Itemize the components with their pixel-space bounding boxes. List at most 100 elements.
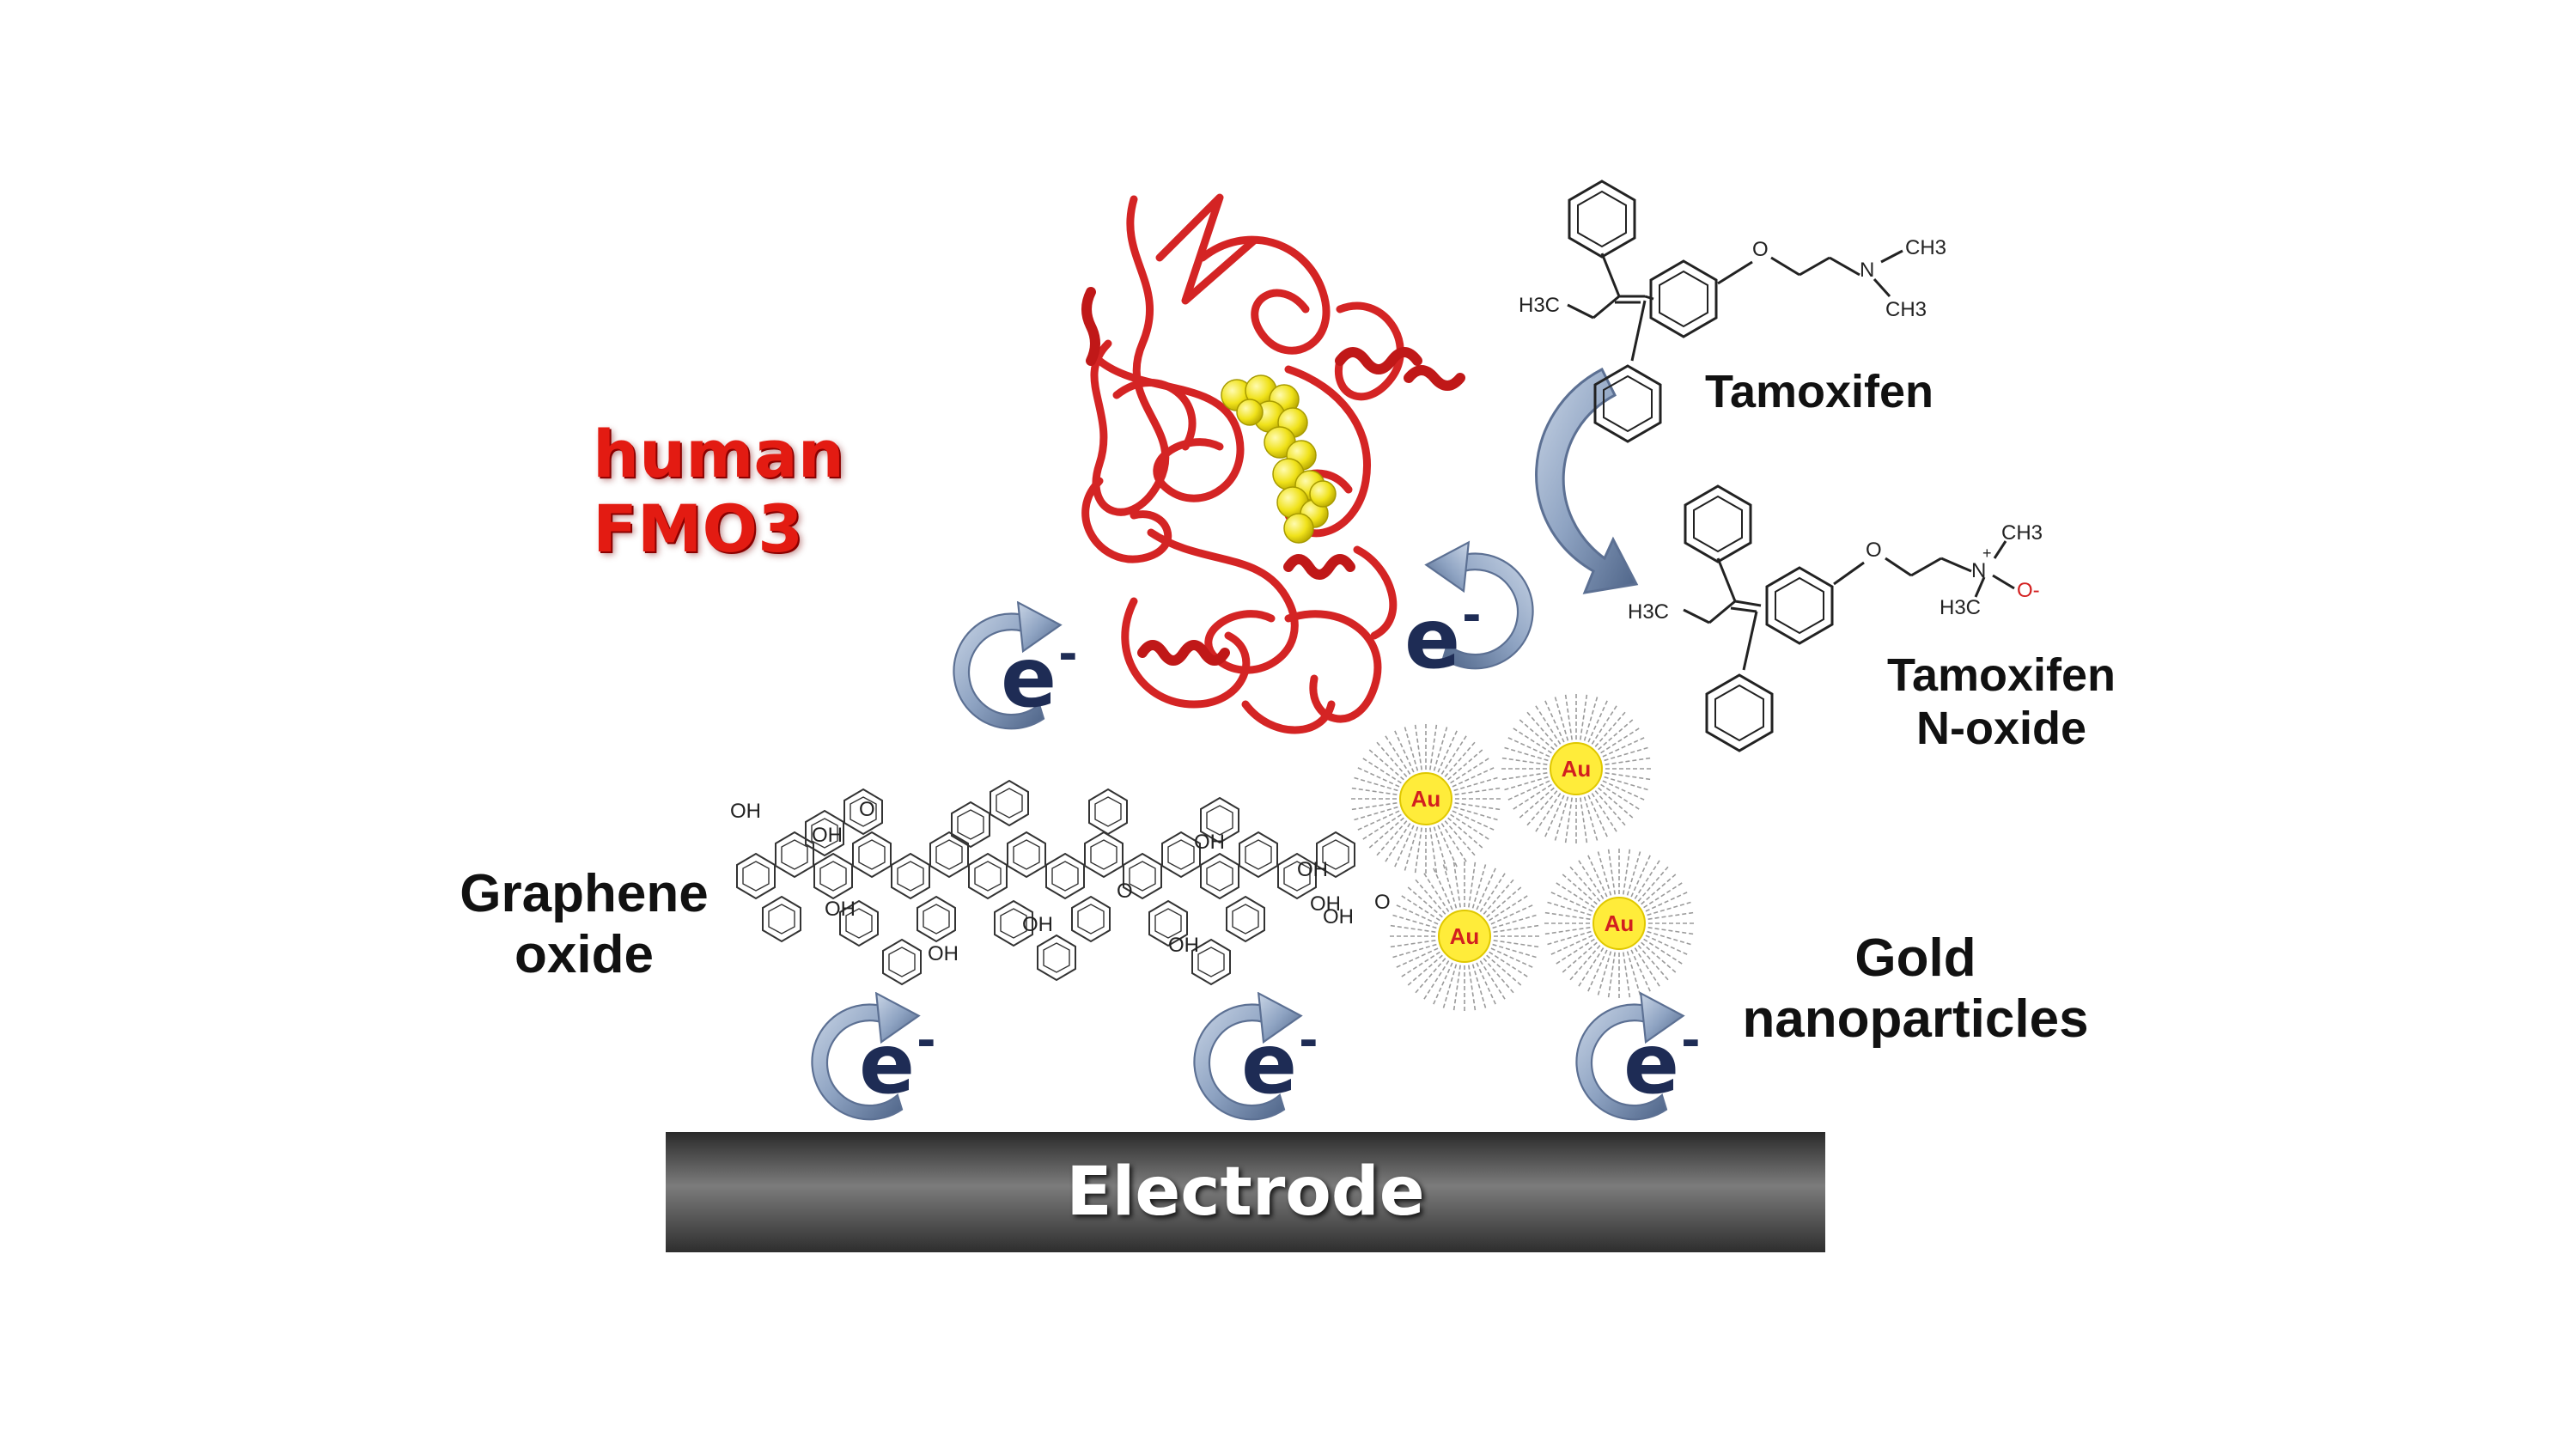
gold-nanoparticle: Au [1389, 861, 1540, 1012]
ligand-chain [1526, 710, 1558, 747]
ligand-chain [1392, 914, 1437, 929]
svg-text:O: O [1374, 891, 1391, 914]
ligand-chain [1353, 776, 1398, 792]
ligand-chain [1643, 938, 1684, 965]
ligand-chain [1404, 726, 1419, 771]
ligand-chain [1583, 696, 1599, 741]
ligand-chain [1476, 962, 1497, 1006]
svg-text:OH: OH [730, 800, 761, 823]
ligand-chain [1490, 947, 1534, 969]
ligand-chain [1432, 867, 1453, 910]
fmo3-protein-structure [1081, 193, 1404, 734]
ligand-chain [1587, 699, 1609, 743]
ligand-chain [1453, 776, 1499, 792]
ligand-chain [1440, 734, 1468, 775]
svg-text:N: N [1971, 559, 1986, 582]
svg-text:OH: OH [1168, 934, 1199, 957]
ligand-chain [1605, 772, 1652, 781]
ligand-chain [1422, 872, 1450, 912]
ligand-chain [1395, 904, 1439, 925]
ligand-chain [1544, 795, 1565, 838]
ligand-chain [1503, 746, 1549, 762]
ligand-chain [1534, 704, 1562, 745]
ligand-chain [1561, 873, 1598, 905]
svg-text:H3C: H3C [1519, 294, 1560, 317]
ligand-chain [1450, 757, 1490, 784]
ligand-chain [1367, 748, 1404, 781]
ligand-chain [1507, 736, 1550, 758]
graphene-label-line1: Graphene [460, 864, 709, 923]
svg-text:OH: OH [1310, 892, 1341, 916]
svg-text:H3C: H3C [1628, 600, 1669, 624]
ligand-chain [1414, 958, 1446, 995]
ligand-chain [1395, 947, 1439, 969]
ligand-chain [1384, 734, 1411, 775]
ligand-chain [1512, 727, 1552, 754]
ligand-chain [1637, 945, 1670, 982]
ligand-chain [1476, 867, 1497, 910]
ligand-chain [1501, 772, 1548, 781]
ligand-chain [1489, 951, 1529, 978]
ligand-chain [1503, 776, 1549, 791]
ligand-chain [1594, 710, 1627, 747]
ligand-chain [1604, 746, 1649, 762]
au-label: Au [1450, 923, 1480, 949]
ligand-chain [1598, 787, 1635, 819]
ligand-chain [1623, 848, 1631, 895]
ligand-chain [1561, 941, 1598, 974]
ligand-chain [1634, 947, 1661, 988]
ligand-chain [1526, 790, 1558, 827]
svg-text:OH: OH [1297, 858, 1328, 881]
ligand-chain [1550, 935, 1593, 956]
ligand-chain [1583, 796, 1599, 842]
ligand-chain [1375, 740, 1408, 777]
ligand-chain [1630, 854, 1652, 898]
ligand-chain [1471, 964, 1487, 1009]
electrode-bar [666, 1132, 1825, 1252]
electron-symbol-3: e- [1623, 1014, 1701, 1112]
ligand-chain [1454, 787, 1501, 795]
ligand-chain [1568, 865, 1601, 902]
ligand-chain [1544, 927, 1591, 935]
ligand-chain [1454, 802, 1501, 811]
ligand-chain [1367, 817, 1404, 849]
ligand-chain [1490, 904, 1534, 925]
ligand-chain [1452, 766, 1495, 788]
svg-text:O: O [859, 798, 875, 821]
ligand-chain [1626, 850, 1641, 896]
gold-core [1550, 742, 1603, 795]
svg-text:O: O [1752, 238, 1769, 261]
ligand-chain [1483, 958, 1515, 995]
ligand-chain [1361, 813, 1402, 841]
ligand-chain [1580, 797, 1588, 844]
ligand-chain [1353, 806, 1398, 821]
ligand-chain [1544, 911, 1591, 920]
ligand-chain [1586, 854, 1608, 898]
ligand-chain [1597, 850, 1612, 896]
electron-symbol-4: e- [1001, 627, 1078, 726]
gold-core [1438, 910, 1491, 963]
enzyme-label: human FMO3 [593, 416, 844, 568]
ligand-chain [1637, 865, 1670, 902]
fad-cofactor [1221, 374, 1337, 544]
ligand-chain [1554, 696, 1569, 741]
gold-nanoparticles-label: Gold nanoparticles [1684, 928, 2147, 1050]
ligand-chain [1361, 757, 1402, 784]
au-label: Au [1605, 910, 1635, 936]
ligand-chain [1605, 757, 1652, 765]
ligand-chain [1591, 793, 1618, 833]
gold-label-line1: Gold [1854, 928, 1976, 988]
svg-text:+: + [1982, 545, 1992, 562]
ligand-chain [1598, 718, 1635, 751]
gold-nanoparticle: Au [1350, 723, 1501, 874]
ligand-chain [1433, 826, 1448, 872]
ligand-chain [1433, 726, 1448, 771]
ligand-chain [1486, 886, 1523, 918]
svg-text:CH3: CH3 [2001, 521, 2043, 545]
svg-text:OH: OH [825, 898, 856, 921]
ligand-chain [1546, 930, 1592, 946]
ligand-chain [1414, 878, 1446, 915]
svg-text:OH: OH [1194, 831, 1225, 854]
ligand-chain [1602, 780, 1646, 801]
